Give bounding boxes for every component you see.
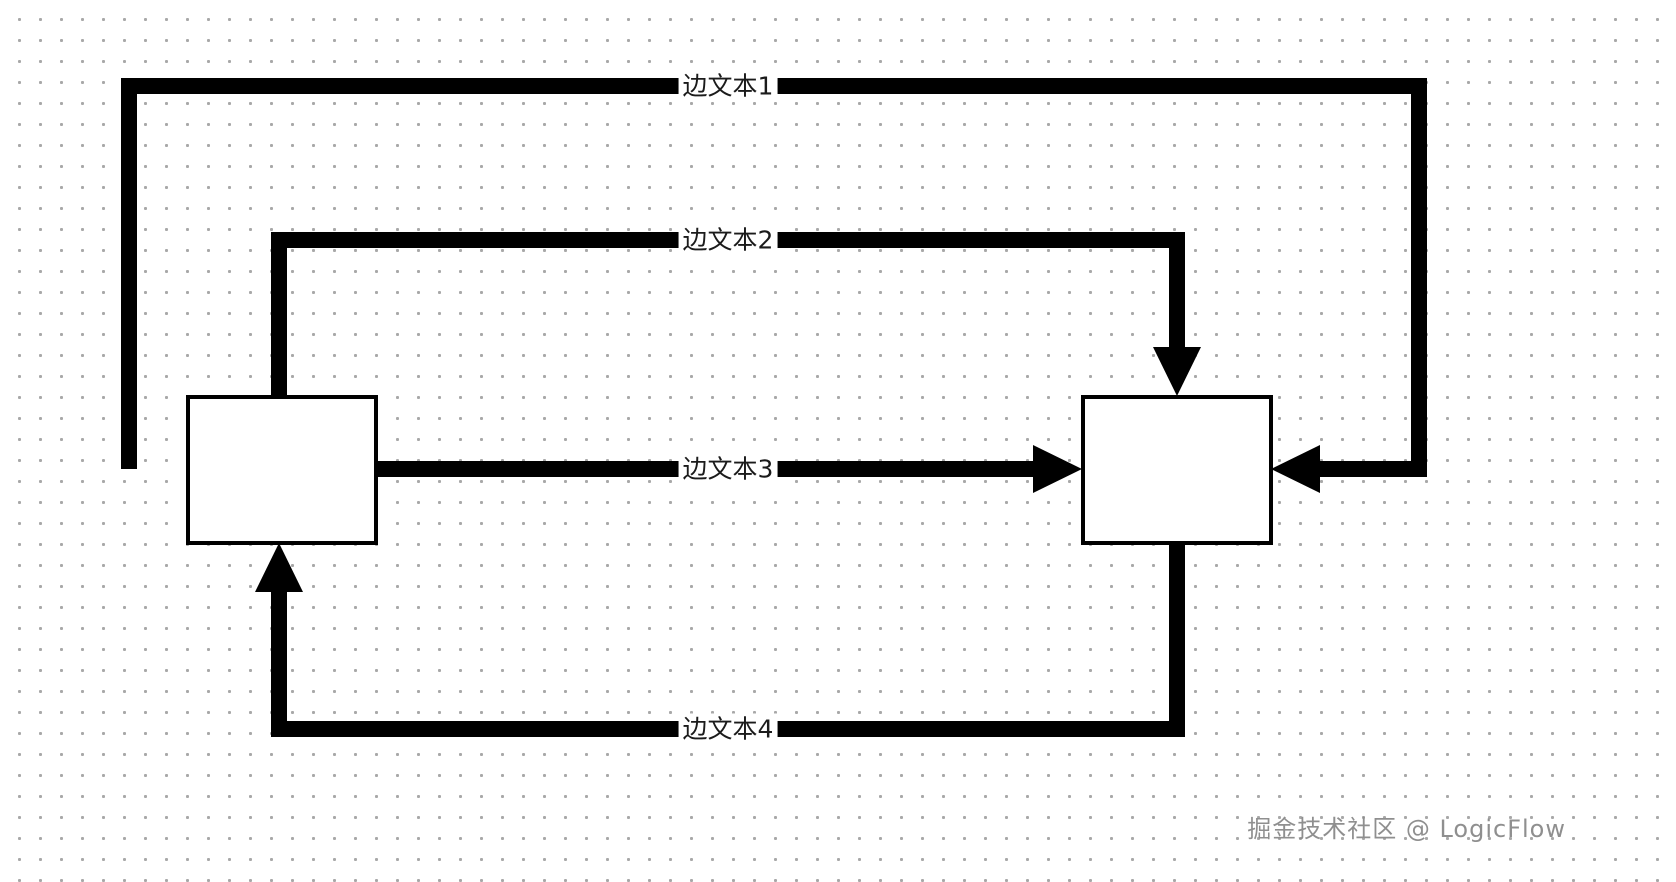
edge-3-arrowhead xyxy=(1033,445,1082,493)
edge-2-path[interactable] xyxy=(271,232,1185,399)
edge-1-label[interactable]: 边文本1 xyxy=(678,70,778,102)
edge-4-label[interactable]: 边文本4 xyxy=(678,713,778,745)
node-left[interactable] xyxy=(186,395,378,545)
edge-2-arrowhead xyxy=(1153,347,1201,396)
edge-2-label[interactable]: 边文本2 xyxy=(678,224,778,256)
edge-2-group[interactable] xyxy=(271,232,1201,399)
edge-1-path[interactable] xyxy=(121,78,1427,477)
edge-1-group[interactable] xyxy=(121,78,1427,493)
node-right[interactable] xyxy=(1081,395,1273,545)
edge-4-group[interactable] xyxy=(255,542,1185,737)
edge-3-label[interactable]: 边文本3 xyxy=(678,453,778,485)
edge-1-arrowhead xyxy=(1271,445,1320,493)
watermark-text: 掘金技术社区 @ LogicFlow xyxy=(1247,815,1566,843)
edge-4-path[interactable] xyxy=(271,542,1185,737)
edge-4-arrowhead xyxy=(255,543,303,592)
